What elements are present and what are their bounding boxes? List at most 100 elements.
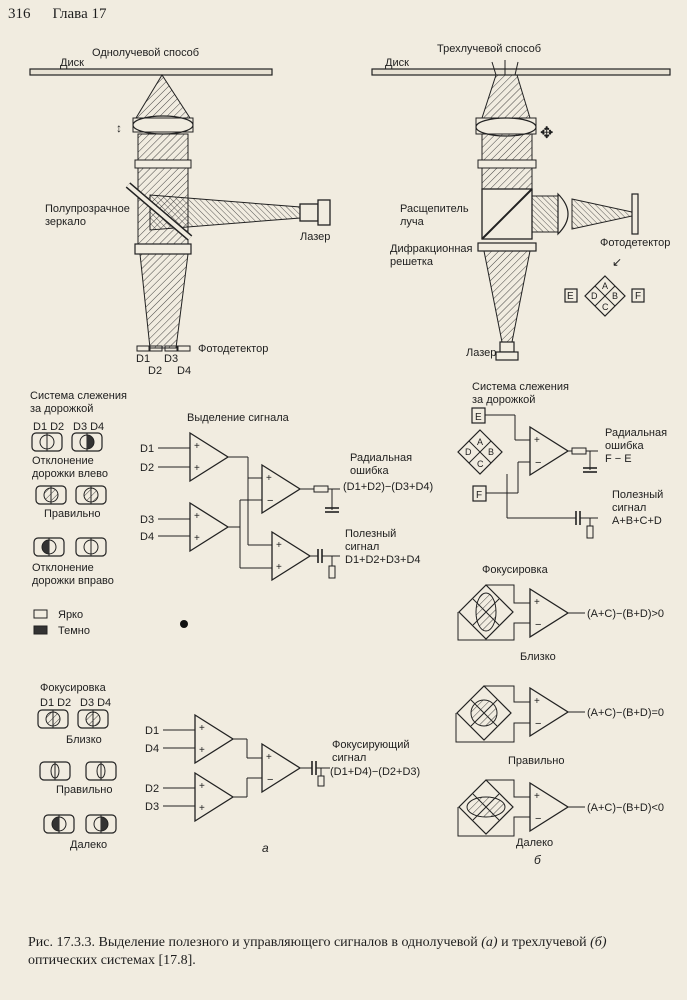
right-label-1: Отклонение bbox=[32, 562, 94, 574]
fa-signal-2: сигнал bbox=[332, 752, 366, 764]
move-arrows-icon: ✥ bbox=[540, 125, 553, 142]
left-label-1: Отклонение bbox=[32, 455, 94, 467]
e-label: E bbox=[567, 291, 574, 302]
mirror-label-1: Полупрозрачное bbox=[45, 203, 130, 215]
focus-a-close: Близко bbox=[66, 734, 102, 746]
objective-lens bbox=[132, 115, 194, 135]
svg-text:A: A bbox=[477, 437, 483, 447]
tb-f: F bbox=[476, 490, 482, 501]
tb-radial-2: ошибка bbox=[605, 440, 644, 452]
triple-photodetector bbox=[631, 193, 639, 235]
focus-pd-1: D1 D2 bbox=[40, 697, 71, 709]
single-laser-label: Лазер bbox=[300, 231, 330, 243]
arrow-icon: ↙ bbox=[612, 255, 622, 269]
left-label-2: дорожки влево bbox=[32, 468, 108, 480]
focus-a-correct: Правильно bbox=[56, 784, 112, 796]
useful-label-2: сигнал bbox=[345, 541, 379, 553]
fb-expr3: (A+C)−(B+D)<0 bbox=[587, 802, 664, 814]
caption-fig: Рис. 17.3.3. bbox=[28, 935, 95, 950]
fb-close: Близко bbox=[520, 651, 556, 663]
right-label-2: дорожки вправо bbox=[32, 575, 114, 587]
svg-text:A: A bbox=[602, 281, 608, 291]
fa-expr: (D1+D4)−(D2+D3) bbox=[330, 766, 420, 778]
focus-a-title: Фокусировка bbox=[40, 682, 107, 694]
splitter-label-1: Расщепитель bbox=[400, 203, 469, 215]
single-beam-optics: Однолучевой способ Диск ↕ Полупрозрачное… bbox=[29, 47, 331, 377]
detector-beam bbox=[139, 253, 189, 349]
splitter-label-2: луча bbox=[400, 216, 425, 228]
grating-label-2: решетка bbox=[390, 256, 434, 268]
caption-mid: и трехлучевой bbox=[501, 935, 587, 950]
single-photodetector-label: Фотодетектор bbox=[198, 343, 268, 355]
d3-label: D3 bbox=[164, 353, 178, 365]
fa-in4: D3 bbox=[145, 801, 159, 813]
focus-pd-2: D3 D4 bbox=[80, 697, 111, 709]
quad-detector: A B C D bbox=[584, 275, 626, 317]
svg-text:C: C bbox=[477, 459, 484, 469]
panel-label-a: а bbox=[262, 841, 269, 855]
grating bbox=[477, 242, 537, 252]
tb-useful-expr: A+B+C+D bbox=[612, 515, 662, 527]
caption-a: (а) bbox=[481, 935, 498, 950]
focus-arrow-icon: ↕ bbox=[116, 121, 122, 135]
triple-laser bbox=[499, 341, 515, 353]
radial-label-1: Радиальная bbox=[350, 452, 412, 464]
in-d3: D3 bbox=[140, 514, 154, 526]
triple-beam-cone bbox=[481, 74, 531, 119]
svg-text:C: C bbox=[602, 302, 609, 312]
in-d1: D1 bbox=[140, 443, 154, 455]
cylinder-lens bbox=[557, 192, 569, 236]
triple-beam-optics: Трехлучевой способ Диск ✥ Расщепитель лу… bbox=[371, 43, 671, 361]
single-title: Однолучевой способ bbox=[92, 47, 199, 59]
single-beam-cone bbox=[135, 74, 191, 119]
fa-in1: D1 bbox=[145, 725, 159, 737]
radial-label-2: ошибка bbox=[350, 465, 389, 477]
fa-in3: D2 bbox=[145, 783, 159, 795]
triple-title: Трехлучевой способ bbox=[437, 43, 541, 55]
signal-circuit-a: Выделение сигнала D1 D2 D3 D4 Радиальная… bbox=[140, 412, 433, 581]
triple-objective-lens bbox=[475, 117, 537, 137]
grating-label-1: Дифракционная bbox=[390, 243, 473, 255]
page-number: 316 bbox=[8, 6, 31, 22]
figure-caption: Рис. 17.3.3. Выделение полезного и управ… bbox=[28, 934, 668, 970]
triple-disk bbox=[371, 68, 671, 76]
focus-b: Фокусировка (A+C)−(B+D)>0 Близко (A+C)−(… bbox=[455, 564, 664, 867]
fb-expr1: (A+C)−(B+D)>0 bbox=[587, 608, 664, 620]
caption-text2: оптических системах [17.8]. bbox=[28, 953, 196, 968]
correct-label: Правильно bbox=[44, 508, 100, 520]
fb-correct: Правильно bbox=[508, 755, 564, 767]
in-d2: D2 bbox=[140, 462, 154, 474]
tb-radial-1: Радиальная bbox=[605, 427, 667, 439]
legend-bright: Ярко bbox=[58, 609, 83, 621]
panel-label-b: б bbox=[534, 853, 542, 867]
triple-photodetector-label: Фотодетектор bbox=[600, 237, 670, 249]
tb-radial-expr: F − E bbox=[605, 453, 632, 465]
in-d4: D4 bbox=[140, 531, 154, 543]
tb-useful-1: Полезный bbox=[612, 489, 663, 501]
triple-disk-label: Диск bbox=[385, 57, 409, 69]
triple-laser-label: Лазер bbox=[466, 347, 496, 359]
d1-label: D1 bbox=[136, 353, 150, 365]
tracking-b-title-2: за дорожкой bbox=[472, 394, 535, 406]
d2-label: D2 bbox=[148, 365, 162, 377]
tracking-a-title-1: Система слежения bbox=[30, 390, 127, 402]
useful-expr: D1+D2+D3+D4 bbox=[345, 554, 421, 566]
svg-text:B: B bbox=[612, 291, 618, 301]
single-disk bbox=[29, 68, 273, 76]
tracking-a: Система слежения за дорожкой D1 D2 D3 D4… bbox=[30, 390, 188, 637]
single-disk-label: Диск bbox=[60, 57, 84, 69]
mirror-label-2: зеркало bbox=[45, 216, 86, 228]
fb-far: Далеко bbox=[516, 837, 553, 849]
chapter-title: Глава 17 bbox=[52, 6, 107, 22]
page-header: 316 Глава 17 bbox=[8, 6, 128, 23]
svg-text:D: D bbox=[591, 291, 598, 301]
single-laser bbox=[299, 203, 319, 222]
d4-label: D4 bbox=[177, 365, 191, 377]
svg-text:D: D bbox=[465, 447, 472, 457]
pd-header-1: D1 D2 bbox=[33, 421, 64, 433]
legend-dark: Темно bbox=[58, 625, 90, 637]
f-label: F bbox=[635, 291, 641, 302]
pd-header-2: D3 D4 bbox=[73, 421, 104, 433]
svg-text:B: B bbox=[488, 447, 494, 457]
